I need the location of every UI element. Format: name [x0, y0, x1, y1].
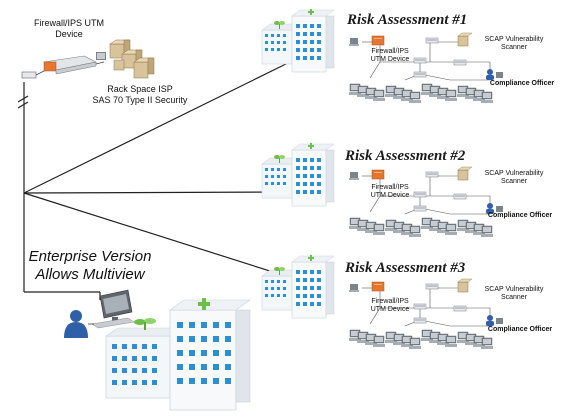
site-officer-label: Compliance Officer [489, 80, 555, 87]
isp-label: Rack Space ISP SAS 70 Type II Security [92, 84, 188, 105]
site-title: Risk Assessment #3 [345, 260, 466, 276]
hq-firewall-cluster [21, 39, 155, 79]
site-firewall-label: Firewall/IPS UTM Device [370, 48, 410, 63]
site-firewall-label: Firewall/IPS UTM Device [370, 184, 410, 199]
enterprise-graphics [64, 289, 251, 411]
site-scanner-label: SCAP Vulnerability Scanner [484, 36, 544, 51]
enterprise-label: Enterprise Version Allows Multiview [28, 248, 152, 283]
site-scanner-label: SCAP Vulnerability Scanner [484, 170, 544, 185]
site-scanner-label: SCAP Vulnerability Scanner [484, 286, 544, 301]
site-title: Risk Assessment #1 [347, 12, 468, 28]
site-officer-label: Compliance Officer [487, 326, 553, 333]
site-officer-label: Compliance Officer [487, 212, 553, 219]
hq-firewall-label: Firewall/IPS UTM Device [33, 18, 104, 39]
site-firewall-label: Firewall/IPS UTM Device [370, 298, 410, 313]
site-title: Risk Assessment #2 [345, 148, 466, 164]
